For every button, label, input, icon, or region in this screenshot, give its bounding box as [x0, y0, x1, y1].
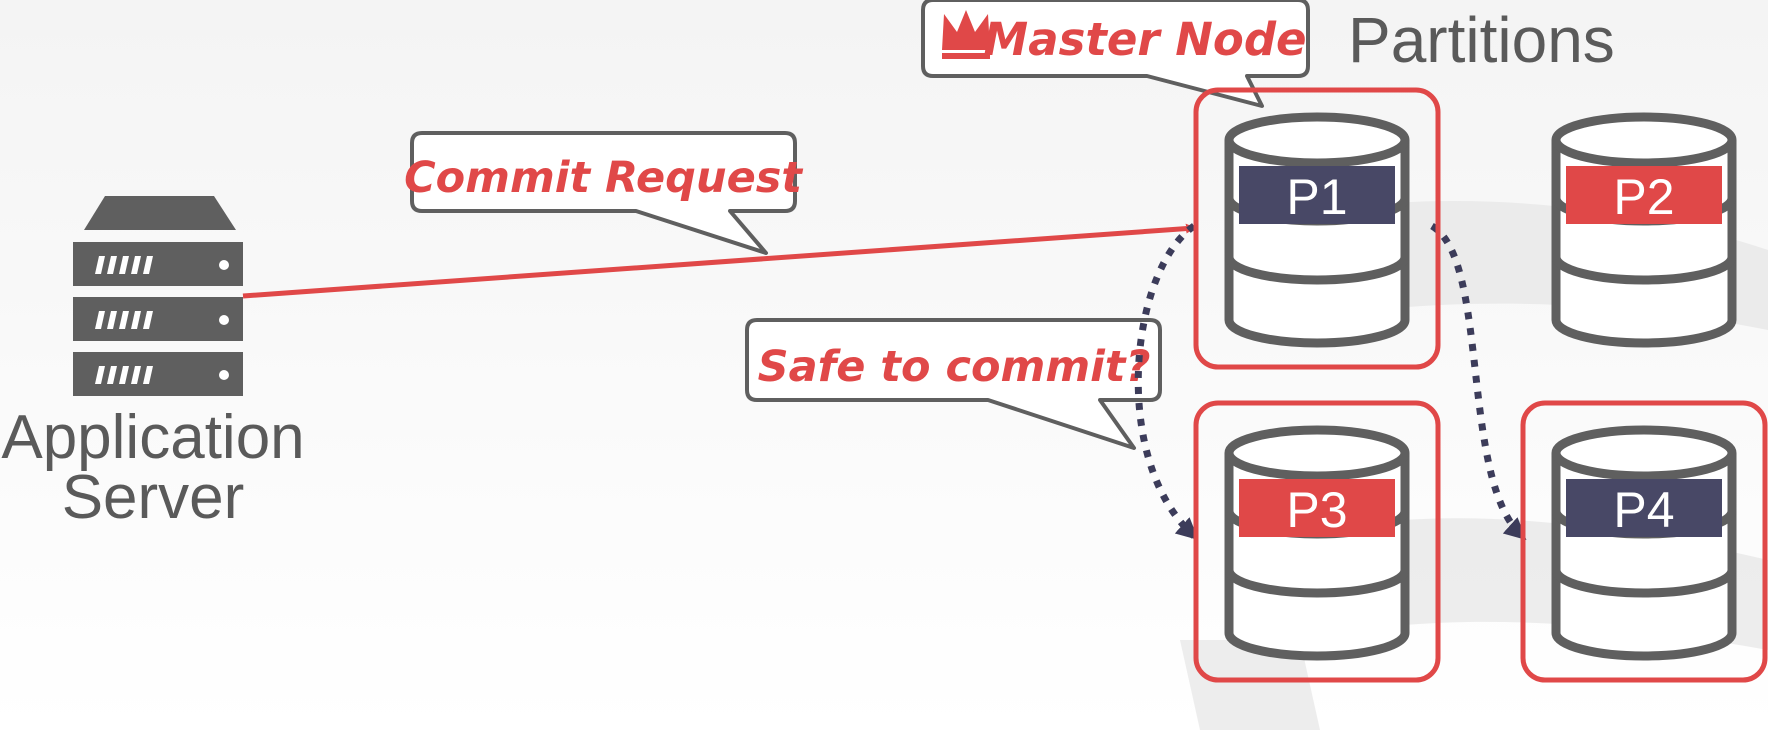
- partition-p3: P3: [1193, 400, 1441, 683]
- database-icon: [1224, 425, 1410, 661]
- app-server-label-line2: Server: [62, 463, 245, 532]
- database-icon: [1224, 112, 1410, 348]
- partition-outline: [1193, 400, 1441, 683]
- commit-request-label: Commit Request: [404, 153, 803, 203]
- safe-to-commit-label: Safe to commit?: [758, 342, 1151, 392]
- partition-p2: P2: [1551, 112, 1737, 348]
- partition-label: P2: [1613, 169, 1674, 225]
- commit-request-callout: Commit Request: [404, 131, 803, 255]
- server-rack-icon: [73, 196, 243, 396]
- partition-tag: [1239, 479, 1395, 537]
- partition-label: P1: [1286, 169, 1347, 225]
- safe-to-commit-callout: Safe to commit?: [745, 318, 1162, 450]
- dotted-arrow-p1-to-p4: [1429, 222, 1527, 541]
- server-unit: [73, 352, 243, 396]
- master-node-label: Master Node: [983, 13, 1306, 66]
- partition-outline: [1193, 87, 1441, 370]
- partition-tag: [1566, 166, 1722, 224]
- dotted-arrow-p1-to-p3: [1134, 223, 1199, 541]
- partition-p1: P1: [1193, 87, 1441, 370]
- partition-tag: [1239, 166, 1395, 224]
- database-icon: [1551, 112, 1737, 348]
- app-server-label-line1: Application: [1, 403, 304, 472]
- partition-label: P4: [1613, 482, 1674, 538]
- server-unit: [73, 297, 243, 341]
- partition-label: P3: [1286, 482, 1347, 538]
- partition-p4: P4: [1520, 400, 1768, 683]
- database-icon: [1551, 425, 1737, 661]
- partition-outline: [1520, 400, 1768, 683]
- commit-request-arrow: [242, 223, 1196, 299]
- master-node-callout: Master Node: [921, 0, 1310, 108]
- server-unit: [73, 242, 243, 286]
- crown-icon: [942, 10, 990, 59]
- partition-tag: [1566, 479, 1722, 537]
- partitions-title: Partitions: [1348, 4, 1615, 76]
